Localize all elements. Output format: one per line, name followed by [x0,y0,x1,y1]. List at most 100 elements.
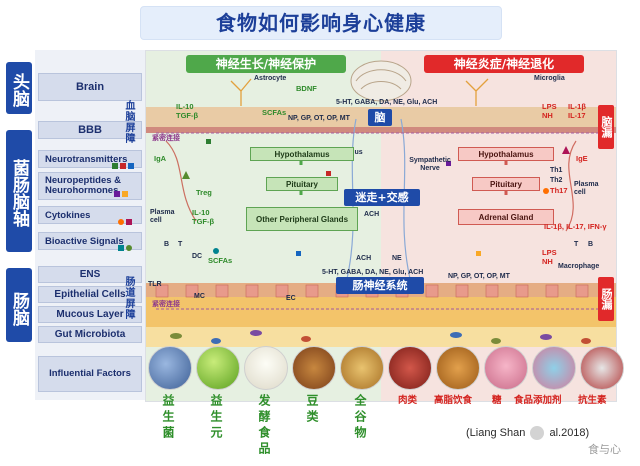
high-fat-diet-image [436,346,480,390]
food-label-additives: 食品添加剂 [514,395,562,406]
treg-label: Treg [196,188,212,197]
food-label-prebiotics: 益生元 [209,394,223,442]
macrophage-label: Macrophage [558,263,600,270]
ens-box: ENS [38,266,142,283]
neurotransmitters-top: 5-HT, GABA, DA, NE, Glu, ACH [336,99,438,106]
food-label-high-fat: 高脂饮食 [434,395,473,406]
scfas-top-label: SCFAs [262,108,287,117]
scfas-bottom-label: SCFAs [208,256,233,265]
antibiotics-image [580,346,624,390]
neurotransmitter-legend-marks [110,156,134,174]
ec-label: EC [286,295,296,302]
side-label-gut-brain: 肠脑 [6,268,32,342]
tgfb-bottom-label: TGF-β [192,217,215,226]
side-label-brain: 头脑 [6,62,32,114]
dc-label: DC [192,253,203,260]
food-label-beans: 豆类 [305,394,319,426]
blood-brain-barrier-label: 血脑屏障 [123,100,134,144]
cytokines-right-label: IL-1β, IL-17, IFN-γ [544,222,607,231]
bbb-box: BBB [38,121,142,139]
sympathetic-nerve-label: Sympathetic Nerve [409,157,451,172]
bioactive-legend-marks [116,238,132,256]
microglia-label: Microglia [534,75,565,82]
nh-top-label: NH [542,111,553,120]
citation-head: (Liang Shan [466,426,526,439]
gut-leak-label: 肠漏 [598,277,614,321]
beans-image [292,346,336,390]
food-additives-image [532,346,576,390]
food-label-probiotics: 益生菌 [161,394,175,442]
epithelial-cells-box: Epithelial Cells [38,286,142,303]
hypothalamus-box-left: Hypothalamus [250,147,354,161]
food-label-meat: 肉类 [398,395,418,406]
bdnf-label: BDNF [296,84,317,93]
cytokine-legend-marks [116,212,132,230]
mucous-layer-box: Mucous Layer [38,306,142,323]
neuroinflammation-band: 神经炎症/神经退化 [424,55,584,73]
il1b-top-label: IL-1β [568,102,586,111]
meat-image [388,346,432,390]
food-label-fermented: 发酵食品 [257,394,271,458]
whole-grains-image [340,346,384,390]
diagram-panel: 神经生长/神经保护 神经炎症/神经退化 脑漏 肠漏 紧密连接 紧密连接 脑 迷走… [145,50,617,402]
il17-top-label: IL-17 [568,111,586,120]
neuropeptides-bottom: NP, GP, OT, OP, MT [448,273,510,280]
food-label-whole-grains: 全谷物 [353,394,367,442]
t-cell-right-label: T [574,241,579,248]
gut-microbiota-box: Gut Microbiota [38,326,142,343]
brain-center-label: 脑 [368,109,392,126]
food-label-sugar: 糖 [492,395,502,406]
tight-junction-bottom: 紧密连接 [152,301,180,308]
citation-tail: al.2018) [549,426,590,439]
nh-bottom-label: NH [542,257,553,266]
citation-text: (Liang Shan al.2018) [466,426,589,440]
neurotransmitters-bottom: 5-HT, GABA, DA, NE, Glu, ACH [322,269,424,276]
sugar-image [484,346,528,390]
page-title: 食物如何影响身心健康 [140,6,502,40]
lps-bottom-label: LPS [542,248,557,257]
ne-label: NE [392,255,402,262]
tgfb-top-label: TGF-β [176,111,199,120]
il10-bottom-label: IL-10 [192,208,210,217]
ach-top-label: ACH [364,211,380,218]
th2-label: Th2 [550,177,563,184]
hypothalamus-box-right: Hypothalamus [458,147,554,161]
plasma-cell-left-label: Plasma cell [150,209,175,224]
brain-box: Brain [38,73,142,101]
pituitary-box-right: Pituitary [472,177,540,191]
watermark-text: 食与心 [588,443,621,456]
th17-label: Th17 [550,186,568,195]
iga-label: IgA [154,154,167,163]
fermented-food-image [244,346,288,390]
plasma-cell-right-label: Plasma cell [574,181,599,196]
probiotics-image [148,346,192,390]
vagus-sympathetic-label: 迷走+交感 [344,189,420,206]
b-cell-left-label: B [164,241,170,248]
food-label-antibiotics: 抗生素 [578,395,607,406]
th1-label: Th1 [550,167,563,174]
watermark-logo [530,426,545,440]
ach-bottom-label: ACH [356,255,372,262]
adrenal-gland-box: Adrenal Gland [458,209,554,225]
gut-barrier-label: 肠道屏障 [123,276,134,320]
bioactive-signals-box: Bioactive Signals [38,232,142,250]
neuropeptide-legend-marks [112,184,128,202]
peripheral-glands-box: Other Peripheral Glands [246,207,358,231]
tlr-label: TLR [148,281,162,288]
prebiotics-apple-image [196,346,240,390]
ige-label: IgE [576,154,588,163]
t-cell-left-label: T [178,241,183,248]
lps-top-label: LPS [542,102,557,111]
neuroprotection-band: 神经生长/神经保护 [186,55,346,73]
tight-junction-top: 紧密连接 [152,135,180,142]
b-cell-right-label: B [588,241,594,248]
mc-label: MC [194,293,205,300]
side-label-microbiota-gut-brain-axis: 菌肠脑轴 [6,130,32,252]
il10-top-label: IL-10 [176,102,194,111]
pituitary-box-left: Pituitary [266,177,338,191]
brain-leak-label: 脑漏 [598,105,614,149]
cytokines-box: Cytokines [38,206,142,224]
enteric-nervous-system-label: 肠神经系统 [336,277,424,294]
astrocyte-label: Astrocyte [254,75,287,82]
neuropeptides-top: NP, GP, OT, OP, MT [288,115,350,122]
